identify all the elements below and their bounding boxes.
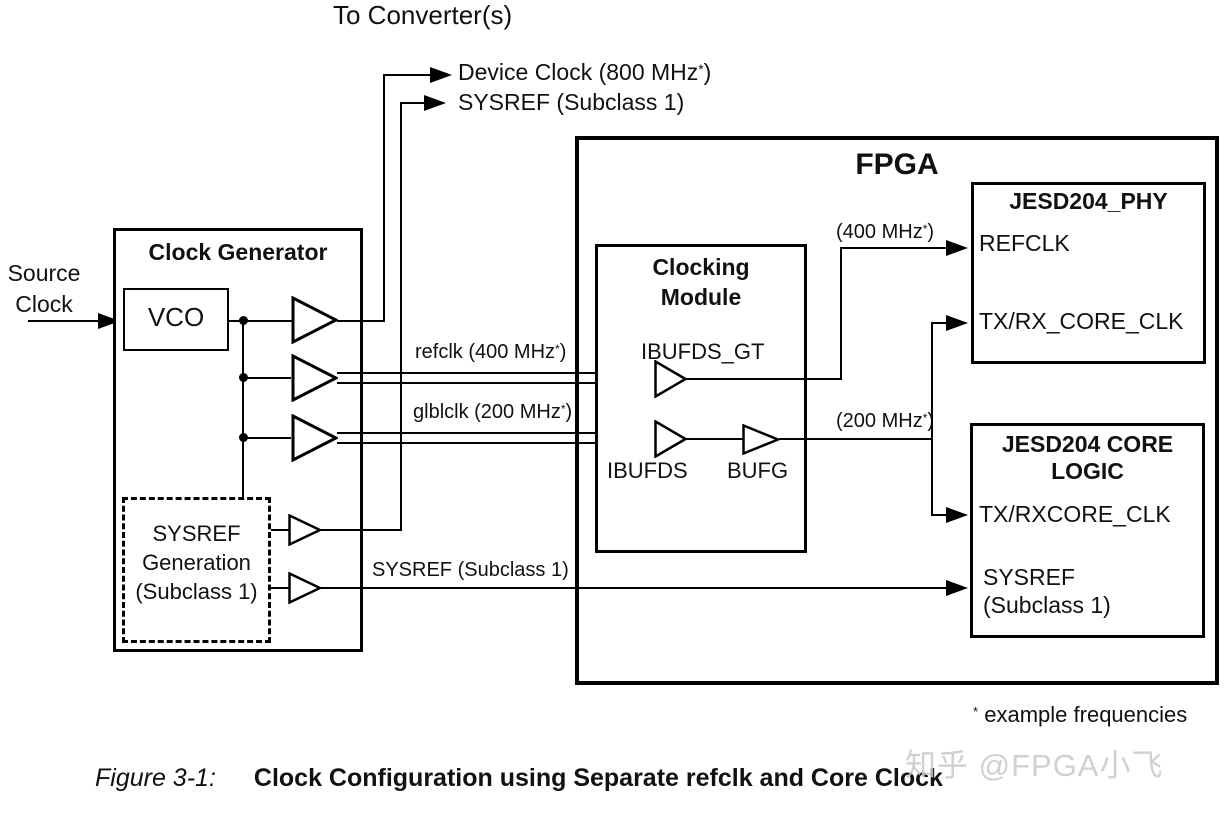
source-clock-wire <box>28 320 102 322</box>
clocking-module-box <box>595 244 807 553</box>
jesd204-phy-box <box>971 182 1206 364</box>
fanout-bus-wire <box>242 320 244 499</box>
jesd204-core-logic-box <box>970 423 1205 638</box>
sysref-riser-wire <box>400 102 402 531</box>
refclk-pair-wire <box>337 382 656 384</box>
sysref-generation-box <box>122 497 271 643</box>
vco-box <box>123 288 229 351</box>
jesd204-core-logic-title: JESD204 CORE LOGIC <box>1001 431 1174 484</box>
sysref-generation-label: SYSREF Generation (Subclass 1) <box>135 521 258 604</box>
sysref-top-label: SYSREF (Subclass 1) <box>458 89 685 115</box>
device-clock-arrow-icon <box>430 67 452 83</box>
fpga-box <box>575 136 1219 685</box>
sysref-buffer1-output-wire <box>320 529 402 531</box>
refclk-arrow-icon <box>946 240 968 256</box>
watermark: 知乎 @FPGA小飞 <box>905 748 1164 783</box>
sysref-top-wire <box>400 102 426 104</box>
buffer2-input-wire <box>243 377 291 379</box>
clock-generator-title: Clock Generator <box>148 239 328 265</box>
ibufdsgt-output-wire <box>686 378 842 380</box>
coreclk-branch-wire <box>931 322 933 516</box>
glblclk-pair-wire <box>337 432 656 434</box>
buffer3-input-wire <box>243 437 291 439</box>
mhz200-label: (200 MHz*) <box>836 410 934 432</box>
ibufds-label: IBUFDS <box>607 458 688 483</box>
core-coreclk-stub-wire <box>931 514 948 516</box>
phy-coreclk-stub-wire <box>931 322 948 324</box>
ibufds-gt-label: IBUFDS_GT <box>641 339 765 364</box>
refclk-riser-wire <box>840 247 842 380</box>
bufg-label: BUFG <box>727 458 789 483</box>
vco-label: VCO <box>147 302 205 332</box>
clocking-module-title: Clocking Module <box>652 254 750 310</box>
device-clock-riser-wire <box>383 74 385 320</box>
device-clock-label: Device Clock (800 MHz*) <box>458 59 712 85</box>
sysref-buffer1-input-wire <box>271 529 289 531</box>
refclk-port-label: REFCLK <box>979 230 1070 256</box>
jesd204-phy-title: JESD204_PHY <box>1009 188 1168 214</box>
fpga-title: FPGA <box>855 148 939 181</box>
vco-output-wire <box>229 320 292 322</box>
refclk-wire-label: refclk (400 MHz*) <box>415 341 567 363</box>
bufg-output-wire <box>779 438 933 440</box>
figure-caption: Figure 3-1: Clock Configuration using Sep… <box>95 764 943 793</box>
mhz400-label: (400 MHz*) <box>836 221 935 243</box>
sysref-core-arrow-icon <box>946 580 968 596</box>
buffer-icon <box>291 296 338 344</box>
footnote: * example frequencies <box>973 702 1188 727</box>
source-clock-label: Source Clock <box>7 260 81 317</box>
junction-dot <box>239 433 248 442</box>
buffer-icon <box>291 354 338 402</box>
sysref-buffer2-input-wire <box>271 587 289 589</box>
buffer-icon <box>291 414 338 462</box>
refclk-pair-wire <box>337 372 656 374</box>
buffer-icon <box>654 360 687 398</box>
buffer-icon <box>654 420 687 458</box>
txrx-core-clk-port-label: TX/RX_CORE_CLK <box>979 308 1184 334</box>
buffer-icon <box>288 514 322 546</box>
buffer-icon <box>742 424 780 455</box>
junction-dot <box>239 316 248 325</box>
device-clock-wire <box>383 74 432 76</box>
phy-coreclk-arrow-icon <box>946 315 968 331</box>
glblclk-pair-wire <box>337 442 656 444</box>
junction-dot <box>239 373 248 382</box>
buffer-icon <box>288 572 322 604</box>
refclk-to-phy-wire <box>840 247 948 249</box>
to-converters-label: To Converter(s) <box>333 0 513 30</box>
sysref-port-label: SYSREF (Subclass 1) <box>983 564 1111 618</box>
glblclk-wire-label: glblclk (200 MHz*) <box>413 401 573 423</box>
figure-number: Figure 3-1: <box>95 764 216 792</box>
sysref-long-wire <box>320 587 948 589</box>
buffer1-output-wire <box>337 320 385 322</box>
figure-title: Clock Configuration using Separate refcl… <box>253 764 943 792</box>
sysref-wire-label: SYSREF (Subclass 1) <box>372 559 569 581</box>
ibufds-to-bufg-wire <box>686 438 744 440</box>
txrxcore-clk-port-label: TX/RXCORE_CLK <box>979 501 1171 527</box>
sysref-top-arrow-icon <box>424 95 446 111</box>
core-coreclk-arrow-icon <box>946 507 968 523</box>
